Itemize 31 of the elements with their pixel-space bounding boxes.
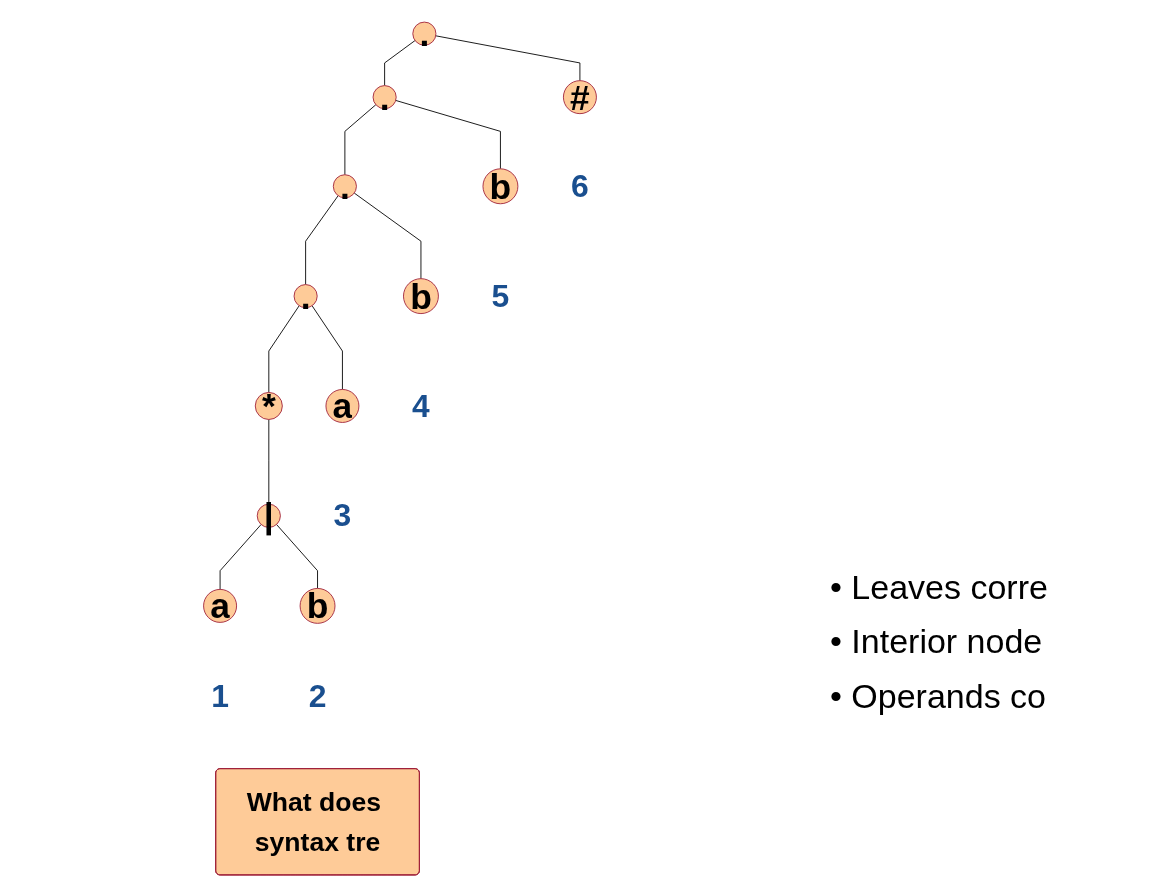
bullet-text: • Leaves corre xyxy=(830,567,1049,608)
connector xyxy=(353,192,422,280)
bullet-text: • Operands co xyxy=(830,675,1048,717)
node-circle: b xyxy=(299,587,336,624)
node-circle: b xyxy=(482,168,519,205)
connector xyxy=(305,195,339,285)
bullet-text: • Interior node xyxy=(830,621,1044,663)
node-label: 2 xyxy=(308,677,327,714)
connector xyxy=(311,305,343,390)
node-circle: . xyxy=(412,21,437,46)
connector xyxy=(435,35,581,82)
connector xyxy=(276,524,318,589)
node-label: 5 xyxy=(491,277,510,314)
node-label: 4 xyxy=(412,387,430,424)
node-label: 1 xyxy=(211,677,229,714)
node-circle: . xyxy=(372,85,397,110)
node-circle: . xyxy=(332,174,357,199)
node-label: 6 xyxy=(571,167,589,204)
connector xyxy=(395,100,501,170)
connector xyxy=(219,524,262,590)
connector xyxy=(268,305,300,393)
node-circle: a xyxy=(325,389,360,423)
node-circle: . xyxy=(293,284,318,309)
node-label: 3 xyxy=(333,497,352,534)
connector xyxy=(384,40,416,87)
node-circle: # xyxy=(562,80,597,115)
node-circle: * xyxy=(254,391,283,420)
connector xyxy=(344,104,377,176)
node-circle: a xyxy=(203,588,238,623)
node-label: | xyxy=(263,496,274,536)
node-circle: b xyxy=(403,278,439,315)
